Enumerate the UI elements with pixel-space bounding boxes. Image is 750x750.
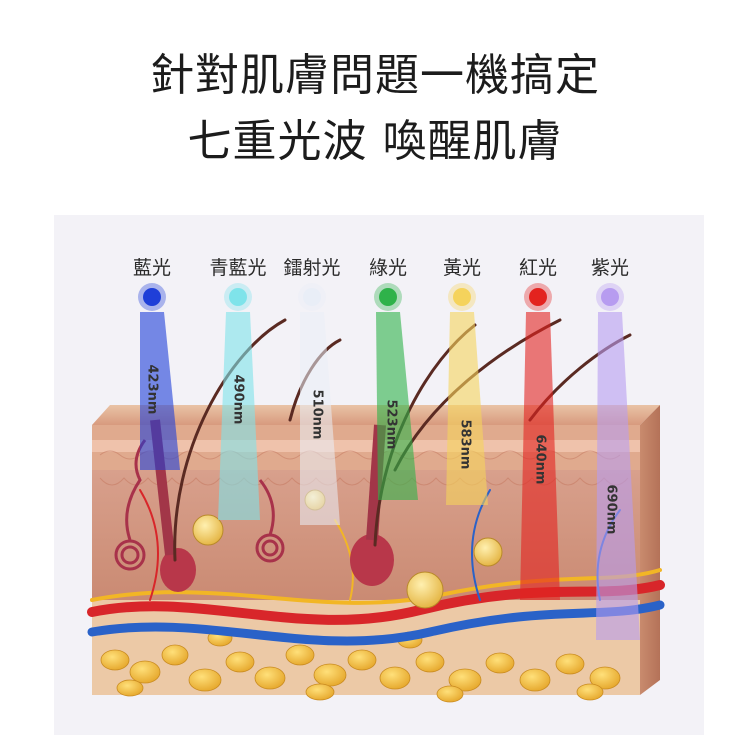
light-dot-3 (303, 288, 321, 306)
light-dot-2 (229, 288, 247, 306)
light-beam-5 (446, 312, 488, 505)
light-beam-1 (140, 312, 180, 470)
light-label-1: 藍光 (132, 257, 171, 279)
light-beams (140, 312, 640, 640)
light-dot-7 (601, 288, 619, 306)
sweat-glands (114, 439, 285, 571)
light-beam-2 (218, 312, 260, 520)
wavelength-label-7: 690nm (603, 484, 619, 535)
light-label-5: 黃光 (442, 257, 481, 279)
light-dot-1 (143, 288, 161, 306)
light-label-7: 紫光 (590, 257, 629, 279)
wavelength-label-2: 490nm (230, 374, 246, 425)
fat-cells (100, 629, 621, 703)
light-dot-5 (453, 288, 471, 306)
light-label-2: 青藍光 (209, 257, 267, 279)
light-beam-6 (520, 312, 560, 600)
light-beam-3 (300, 312, 340, 525)
light-label-4: 綠光 (368, 257, 407, 279)
wavelength-label-3: 510nm (309, 389, 325, 440)
light-beam-7 (596, 312, 640, 640)
wavelength-label-6: 640nm (532, 434, 548, 485)
wavelength-label-5: 583nm (457, 419, 473, 470)
light-sources (138, 283, 624, 311)
wavelength-label-1: 423nm (144, 364, 160, 415)
light-dot-4 (379, 288, 397, 306)
wavelength-label-4: 523nm (383, 399, 399, 450)
headline-line-1: 針對肌膚問題一機搞定 (150, 50, 600, 101)
light-beam-4 (376, 312, 418, 500)
light-dot-6 (529, 288, 547, 306)
headline-line-2: 七重光波 喚醒肌膚 (187, 116, 563, 167)
light-label-6: 紅光 (518, 257, 557, 279)
light-label-3: 鐳射光 (283, 257, 341, 279)
